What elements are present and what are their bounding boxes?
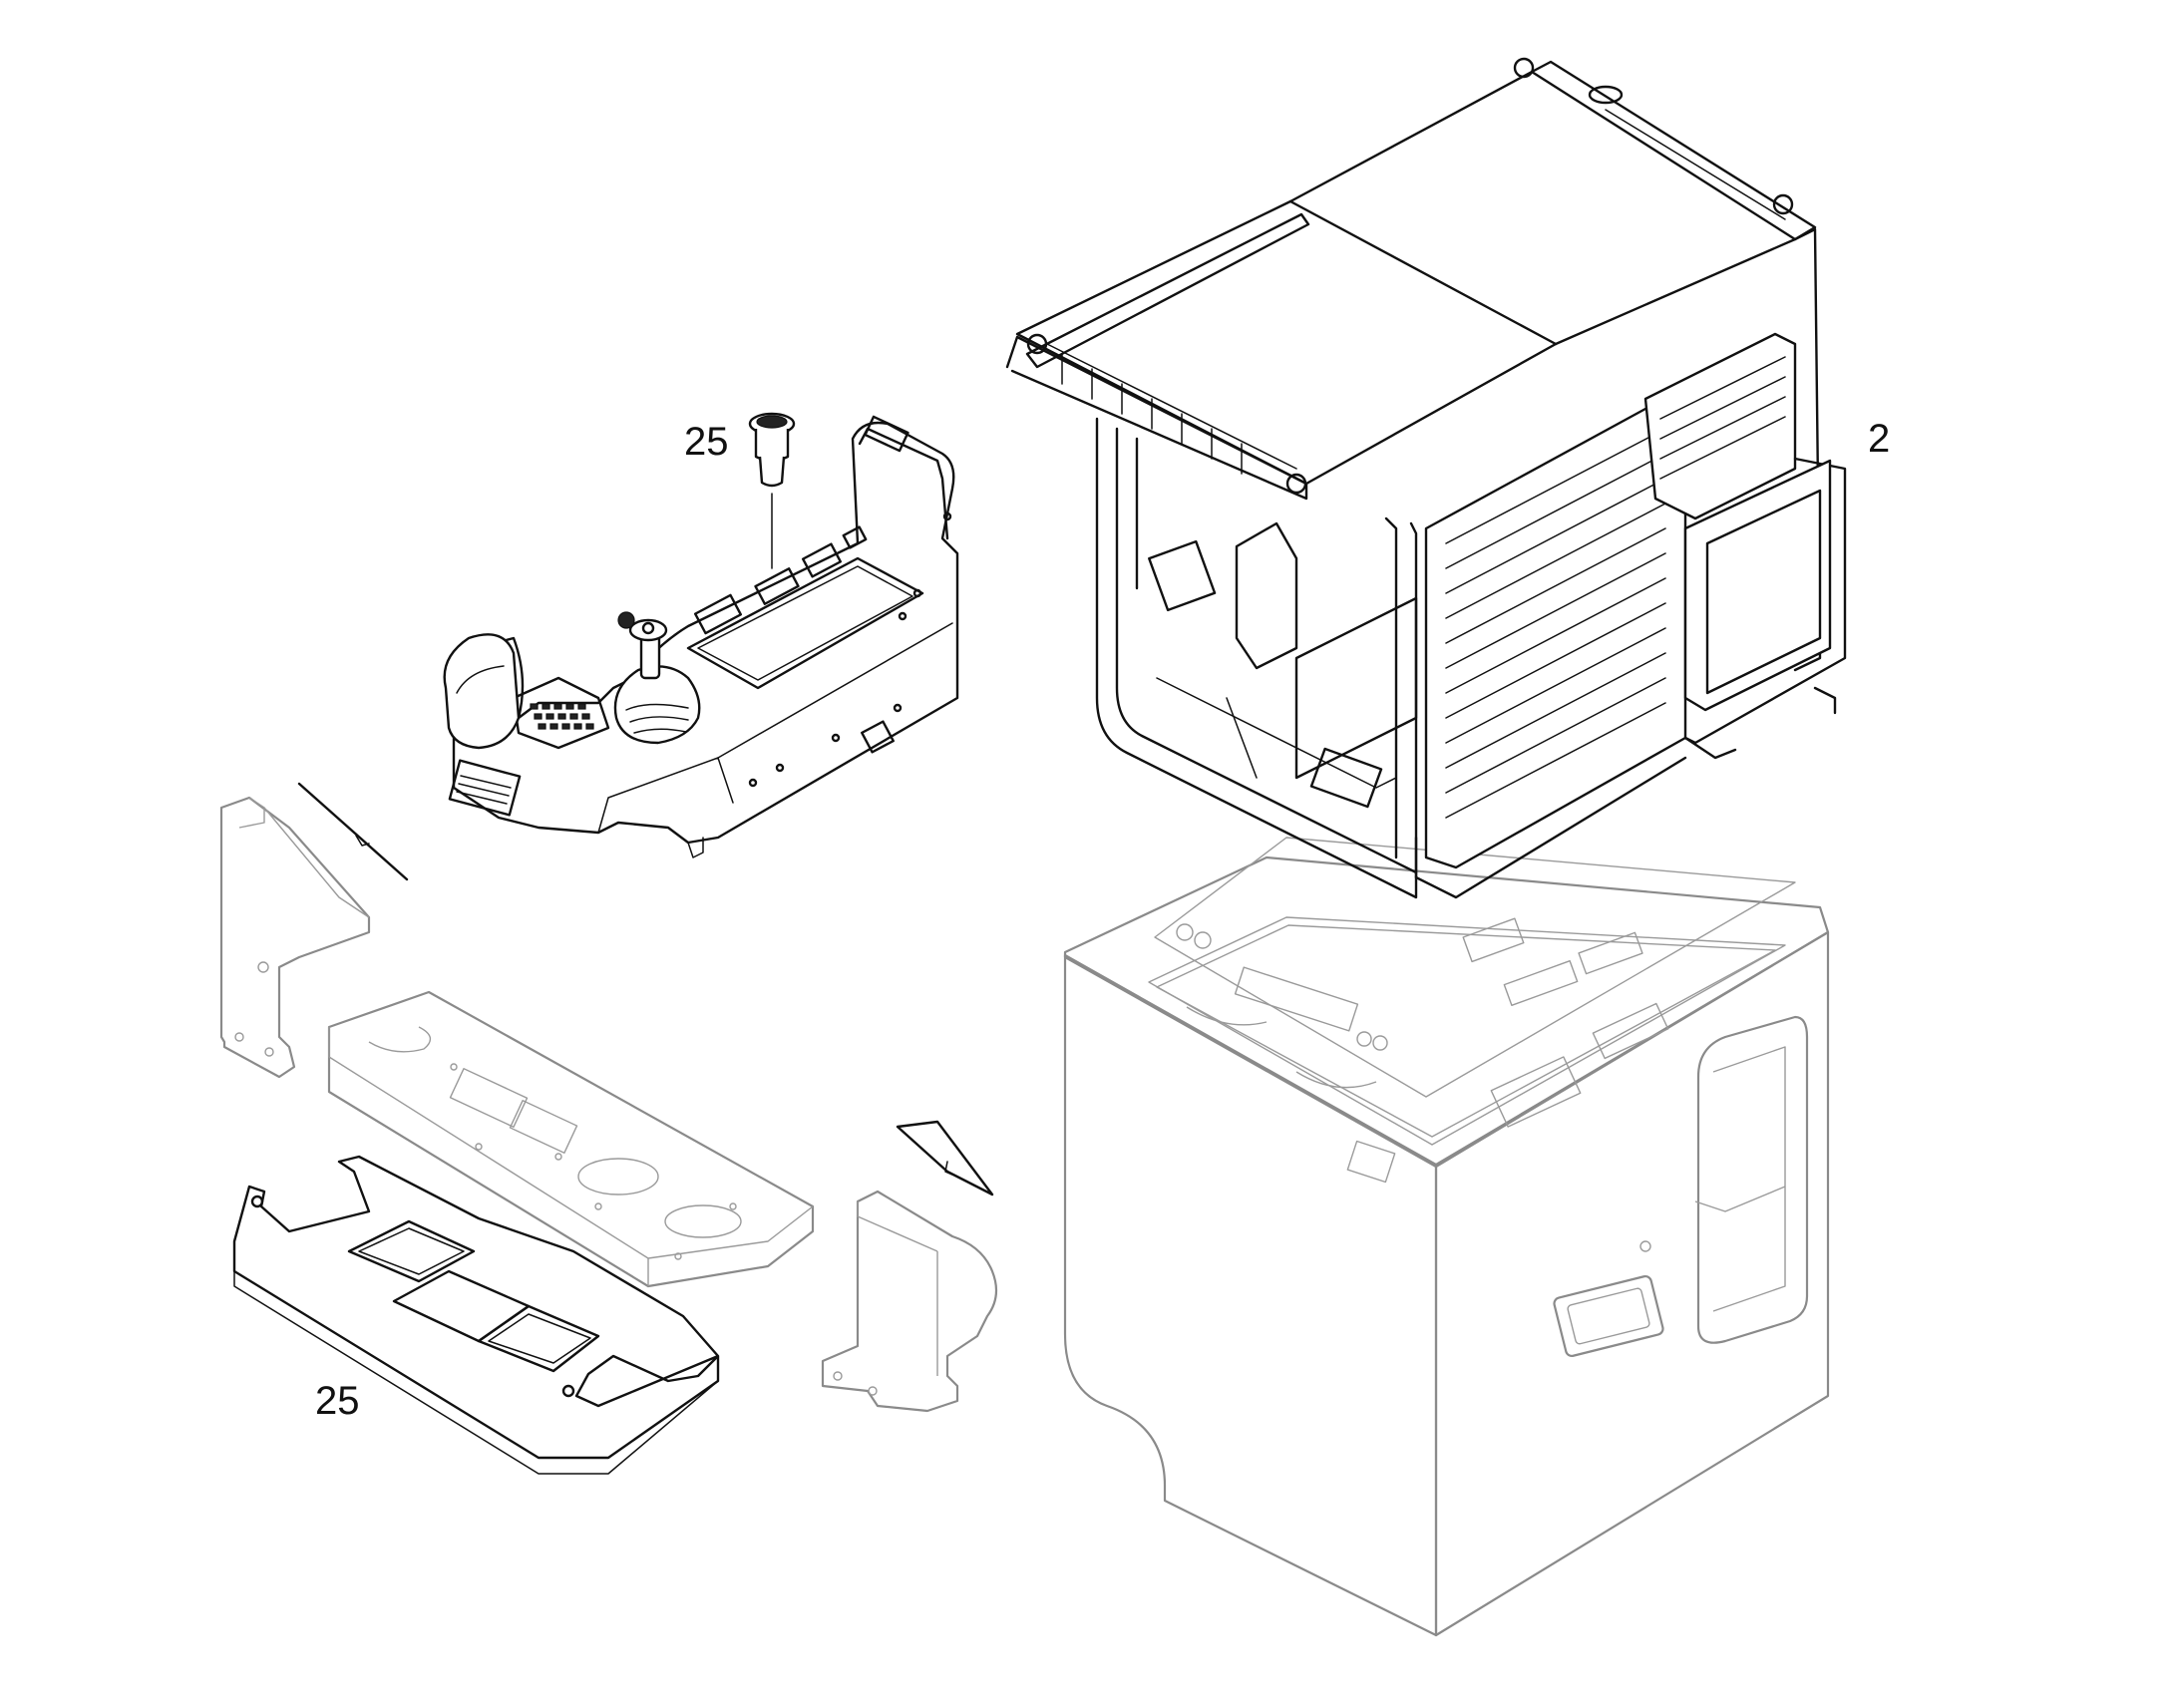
floor-mat — [232, 1155, 720, 1475]
callout-ignition-switch: 25 — [684, 420, 729, 464]
ignition-switch — [748, 412, 796, 569]
left-bracket-upper — [219, 782, 409, 1079]
callout-cab: 2 — [1868, 417, 1891, 461]
callout-floor-mat: 25 — [315, 1379, 360, 1423]
side-louvers — [1445, 428, 1666, 819]
floor-plate — [327, 990, 815, 1288]
roof-vents — [1046, 343, 1297, 475]
rear-louvers — [1659, 356, 1786, 480]
keypad-buttons — [530, 703, 594, 730]
cab-assembly — [1005, 57, 1847, 899]
right-bracket-lower — [821, 1120, 998, 1413]
control-console — [443, 415, 959, 858]
lower-frame — [1063, 837, 1830, 1637]
